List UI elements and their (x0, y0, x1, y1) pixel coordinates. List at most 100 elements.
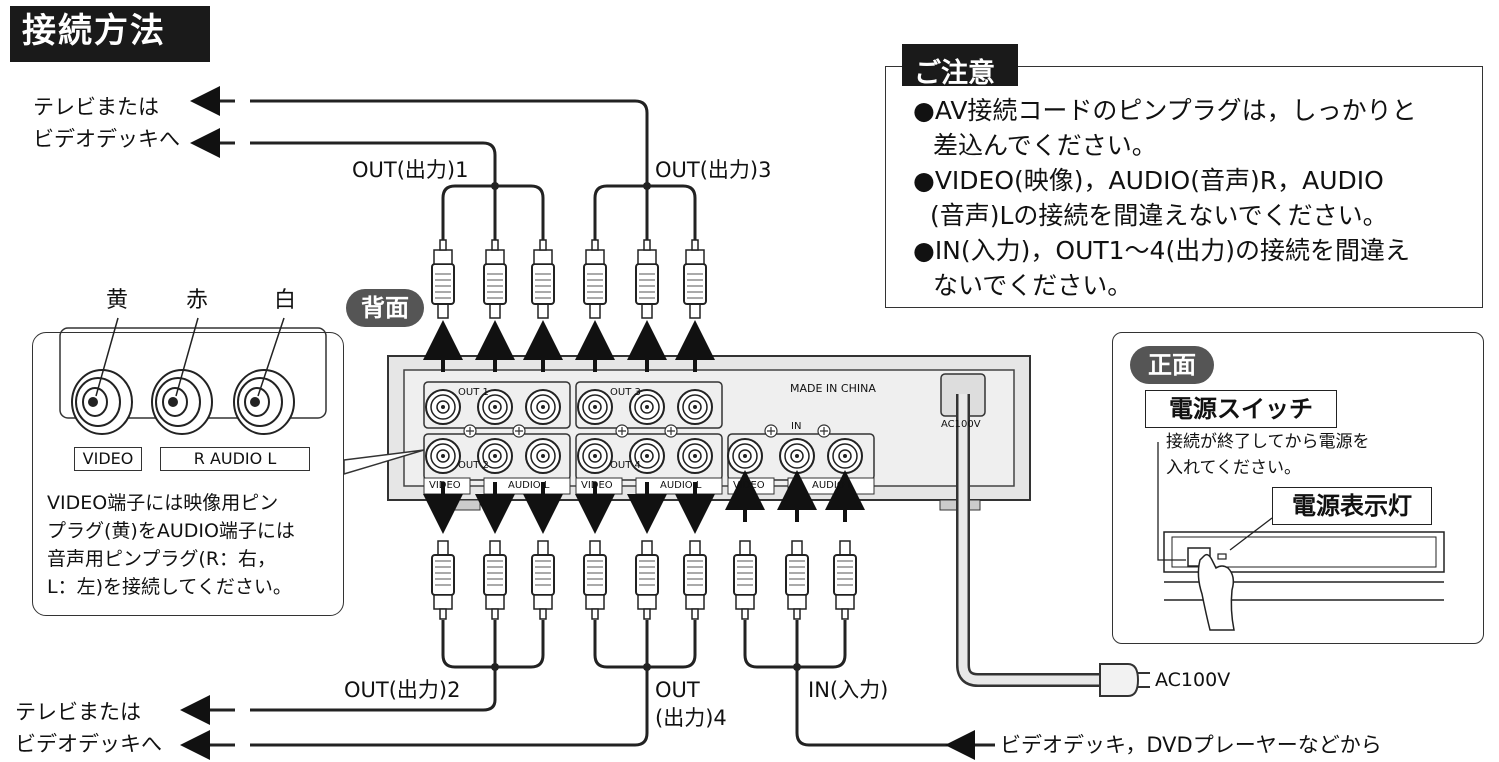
rca-plug-icon (683, 239, 707, 319)
rca-jack-icon (577, 438, 613, 474)
tv-bottom-label-1: テレビまたは (15, 700, 141, 724)
out4-jack-label: OUT 4 (610, 460, 641, 471)
top-arrows (190, 86, 235, 158)
rca-plug-icon (583, 540, 607, 620)
notice-line-2: 差込んでください。 (933, 131, 1157, 160)
plus-markers (463, 424, 831, 438)
notice-label: ご注意 (914, 58, 995, 89)
hand-icon (1197, 553, 1235, 631)
rca-jack-icon (677, 438, 713, 474)
callout-pointer (343, 449, 425, 476)
rca-plug-icon (785, 540, 809, 620)
power-switch-label: 電源スイッチ (1145, 390, 1337, 428)
rca-jack-icon (525, 438, 561, 474)
plus-signs (466, 427, 828, 435)
source-label: ビデオデッキ，DVDプレーヤーなどから (1000, 733, 1382, 757)
signal-arrows (423, 320, 865, 534)
front-note-1: 接続が終了してから電源を (1166, 432, 1370, 452)
tv-top-label-1: テレビまたは (33, 95, 159, 119)
bottom-arrows (180, 695, 995, 760)
audio-tag-3: AUDIO L (812, 480, 854, 491)
rca-jack-icon (779, 438, 815, 474)
ac-power-cord (956, 394, 1150, 697)
av-selector-device (387, 355, 1031, 511)
rca-jack-icon (629, 438, 665, 474)
notice-line-6: ないでください。 (933, 271, 1133, 300)
jack-detail-box (32, 332, 344, 616)
rca-jack-icon (425, 389, 461, 425)
audio-tag: R AUDIO L (160, 447, 310, 471)
rca-jack-icon (827, 438, 863, 474)
out2-label: OUT(出力)2 (344, 678, 461, 702)
junction-dot (491, 663, 499, 671)
rca-plug-icon (531, 540, 555, 620)
top-plugs (431, 239, 707, 319)
page-title: 接続方法 (22, 11, 166, 51)
rca-plug-icon (635, 239, 659, 319)
tv-top-label-2: ビデオデッキへ (33, 127, 180, 151)
out4-label-a: OUT (655, 678, 700, 702)
rca-plug-icon (733, 540, 757, 620)
jack-note-3: 音声用ピンプラグ(R：右， (47, 548, 277, 570)
rca-plug-icon (531, 239, 555, 319)
notice-line-3: ●VIDEO(映像)，AUDIO(音声)R，AUDIO (913, 166, 1384, 195)
rca-jack-icon (577, 389, 613, 425)
power-indicator-label: 電源表示灯 (1272, 487, 1432, 525)
rca-jack-icon (425, 438, 461, 474)
in-label: IN(入力) (808, 678, 889, 702)
audio-tag-1: AUDIO L (508, 480, 550, 491)
device-jacks (425, 389, 863, 474)
bottom-plugs (431, 540, 857, 620)
jack-leader-lines (95, 317, 285, 397)
video-tag-3: VIDEO (733, 480, 765, 491)
video-tag: VIDEO (74, 447, 142, 471)
rca-plug-icon (635, 540, 659, 620)
notice-box (885, 66, 1483, 308)
ac-label: AC100V (1155, 669, 1231, 691)
rca-plug-icon (483, 540, 507, 620)
rca-jack-icon (477, 438, 513, 474)
out3-jack-label: OUT 3 (610, 387, 641, 398)
jack-detail-illustration (59, 317, 327, 435)
red-label: 赤 (186, 288, 209, 313)
rca-jack-icon (629, 389, 665, 425)
out2-jack-label: OUT 2 (458, 460, 489, 471)
rear-label: 背面 (346, 289, 424, 327)
video-tag-2: VIDEO (581, 480, 613, 491)
ac-inlet-label: AC100V (941, 419, 981, 430)
junction-dot (793, 663, 801, 671)
rca-jack-icon (727, 438, 763, 474)
rca-plug-icon (583, 239, 607, 319)
audio-l-jack (233, 369, 295, 435)
rca-plug-icon (683, 540, 707, 620)
video-tag-1: VIDEO (429, 480, 461, 491)
out1-label: OUT(出力)1 (352, 158, 469, 182)
junction-dot (491, 182, 499, 190)
out3-label: OUT(出力)3 (655, 158, 772, 182)
jack-note-2: プラグ(黄)をAUDIO端子には (47, 520, 295, 542)
rca-plug-icon (431, 239, 455, 319)
rca-plug-icon (431, 540, 455, 620)
rca-jack-icon (677, 389, 713, 425)
front-note-2: 入れてください。 (1166, 458, 1301, 478)
rca-jack-icon (525, 389, 561, 425)
rca-jack-icon (477, 389, 513, 425)
junction-dot (643, 182, 651, 190)
front-label: 正面 (1130, 346, 1214, 384)
yellow-label: 黄 (106, 288, 129, 313)
rca-plug-icon (833, 540, 857, 620)
jack-note-4: L：左)を接続してください。 (47, 576, 292, 598)
out1-jack-label: OUT 1 (458, 387, 489, 398)
top-cable-lines (250, 99, 697, 240)
notice-line-5: ●IN(入力)，OUT1～4(出力)の接続を間違え (913, 236, 1410, 265)
notice-line-4: (音声)Lの接続を間違えないでください。 (930, 201, 1388, 230)
rca-plug-icon (483, 239, 507, 319)
notice-line-1: ●AV接続コードのピンプラグは，しっかりと (913, 96, 1417, 125)
white-label: 白 (274, 288, 297, 313)
front-panel-box (1112, 332, 1484, 644)
title-block (10, 6, 210, 62)
in-jack-label: IN (791, 421, 802, 432)
front-panel-illustration (1157, 442, 1445, 631)
made-in-label: MADE IN CHINA (790, 382, 876, 395)
